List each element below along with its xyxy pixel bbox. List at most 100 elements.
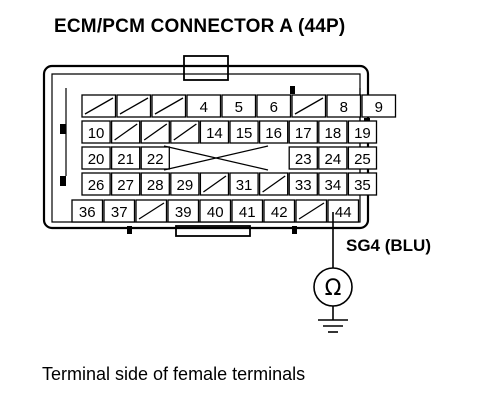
terminal-42: 42 bbox=[263, 199, 296, 223]
terminal-number: 29 bbox=[177, 177, 194, 194]
terminal-number: 19 bbox=[354, 125, 371, 142]
terminal-number: 23 bbox=[295, 151, 312, 168]
terminal-cell-frame bbox=[103, 199, 136, 223]
terminal-26: 26 bbox=[81, 172, 111, 196]
terminal-29: 29 bbox=[170, 172, 200, 196]
terminal-number: 21 bbox=[117, 151, 134, 168]
terminal-17: 17 bbox=[288, 120, 318, 144]
terminal-44: 44 bbox=[327, 199, 360, 223]
terminal-cell-frame bbox=[288, 172, 318, 196]
terminal-number: 22 bbox=[147, 151, 164, 168]
terminal-cell-frame bbox=[81, 120, 111, 144]
terminal-empty bbox=[258, 172, 289, 196]
unused-terminal-slash bbox=[138, 202, 165, 220]
terminal-cell-frame bbox=[229, 120, 259, 144]
terminal-empty bbox=[135, 199, 168, 223]
terminal-number: 8 bbox=[340, 99, 348, 116]
terminal-empty bbox=[170, 120, 200, 144]
terminal-cell-frame bbox=[256, 94, 292, 118]
terminal-23: 23 bbox=[288, 146, 318, 170]
terminal-number: 24 bbox=[325, 151, 342, 168]
cross-line-b bbox=[163, 145, 269, 171]
terminal-9: 9 bbox=[361, 94, 397, 118]
terminal-number: 37 bbox=[111, 204, 128, 221]
terminal-number: 35 bbox=[354, 177, 371, 194]
unused-terminal-slash bbox=[143, 123, 168, 141]
terminal-number: 40 bbox=[207, 204, 224, 221]
terminal-cell-frame bbox=[327, 199, 360, 223]
blank-region-cross bbox=[163, 145, 269, 171]
terminal-6: 6 bbox=[256, 94, 292, 118]
latch-mark-left-upper bbox=[60, 124, 66, 134]
terminal-number: 27 bbox=[117, 177, 134, 194]
terminal-cell-frame bbox=[347, 120, 378, 144]
terminal-cell-frame bbox=[258, 120, 289, 144]
terminal-cell-frame bbox=[221, 94, 257, 118]
terminal-25: 25 bbox=[347, 146, 378, 170]
terminal-40: 40 bbox=[199, 199, 232, 223]
terminal-empty bbox=[295, 199, 328, 223]
terminal-cell-frame bbox=[186, 94, 222, 118]
terminal-cell-frame bbox=[347, 146, 378, 170]
terminal-cell-frame bbox=[71, 199, 104, 223]
terminal-5: 5 bbox=[221, 94, 257, 118]
terminal-33: 33 bbox=[288, 172, 318, 196]
terminal-cell-frame bbox=[231, 199, 264, 223]
terminal-number: 9 bbox=[375, 99, 383, 116]
terminal-number: 5 bbox=[235, 99, 243, 116]
terminal-16: 16 bbox=[258, 120, 289, 144]
terminal-number: 44 bbox=[335, 204, 352, 221]
terminal-cell-frame bbox=[288, 146, 318, 170]
unused-terminal-slash bbox=[203, 175, 227, 193]
unused-terminal-slash bbox=[173, 123, 197, 141]
terminal-35: 35 bbox=[347, 172, 378, 196]
terminal-empty bbox=[110, 120, 141, 144]
terminal-10: 10 bbox=[81, 120, 111, 144]
terminal-cell-frame bbox=[81, 146, 111, 170]
housing-inner-shell bbox=[51, 73, 361, 223]
ohm-symbol: Ω bbox=[325, 276, 342, 301]
terminal-number: 17 bbox=[295, 125, 312, 142]
terminal-number: 42 bbox=[271, 204, 288, 221]
terminal-number: 25 bbox=[354, 151, 371, 168]
terminal-number: 16 bbox=[265, 125, 282, 142]
terminal-cell-frame bbox=[140, 146, 170, 170]
terminal-cell-frame bbox=[110, 146, 141, 170]
terminal-cell-frame bbox=[170, 172, 200, 196]
terminal-number: 39 bbox=[175, 204, 192, 221]
bottom-key bbox=[175, 225, 251, 237]
unused-terminal-slash bbox=[119, 97, 149, 115]
terminal-cell-frame bbox=[347, 172, 378, 196]
terminal-39: 39 bbox=[167, 199, 200, 223]
terminal-31: 31 bbox=[229, 172, 259, 196]
terminal-8: 8 bbox=[326, 94, 362, 118]
terminal-cell-frame bbox=[229, 172, 259, 196]
terminal-cell-frame bbox=[326, 94, 362, 118]
terminal-cell-frame bbox=[140, 172, 170, 196]
terminal-cell-frame bbox=[81, 172, 111, 196]
unused-terminal-slash bbox=[84, 97, 114, 115]
terminal-18: 18 bbox=[318, 120, 348, 144]
terminal-cell-frame bbox=[199, 199, 232, 223]
latch-mark-top-right bbox=[290, 86, 295, 94]
terminal-number: 26 bbox=[88, 177, 105, 194]
terminal-cell-frame bbox=[361, 94, 397, 118]
terminal-15: 15 bbox=[229, 120, 259, 144]
terminal-cell-frame bbox=[110, 172, 141, 196]
terminal-empty bbox=[140, 120, 170, 144]
locking-tab bbox=[183, 55, 229, 81]
terminal-number: 41 bbox=[239, 204, 256, 221]
terminal-41: 41 bbox=[231, 199, 264, 223]
terminal-number: 33 bbox=[295, 177, 312, 194]
terminal-empty bbox=[291, 94, 327, 118]
terminal-28: 28 bbox=[140, 172, 170, 196]
terminal-37: 37 bbox=[103, 199, 136, 223]
terminal-cell-frame bbox=[199, 120, 230, 144]
unused-terminal-slash bbox=[262, 175, 286, 193]
terminal-cell-frame bbox=[318, 172, 348, 196]
terminal-34: 34 bbox=[318, 172, 348, 196]
terminal-empty bbox=[199, 172, 230, 196]
latch-mark-left-lower bbox=[60, 176, 66, 186]
